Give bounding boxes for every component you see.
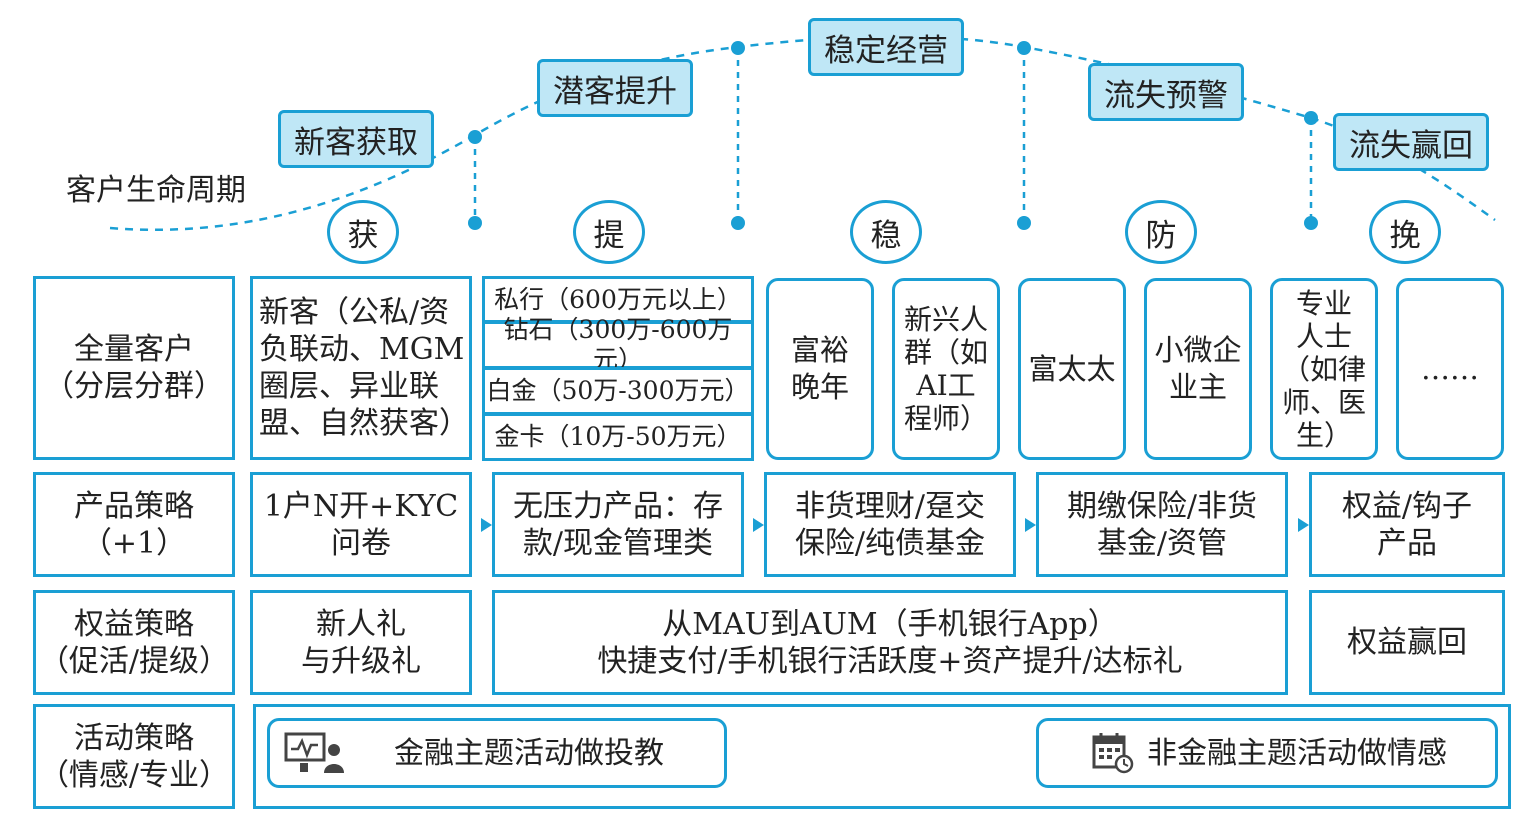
arrow-head-2 bbox=[753, 518, 764, 532]
group-line: 业主 bbox=[1168, 370, 1227, 404]
product-line: 问卷 bbox=[331, 525, 391, 561]
group-line: 程师） bbox=[903, 402, 988, 435]
group-line: 新兴人 bbox=[903, 303, 988, 336]
row-label-product: 产品策略 （+1） bbox=[33, 472, 235, 577]
rights-line: 与升级礼 bbox=[301, 643, 421, 679]
activity-label-l1: 活动策略 bbox=[74, 720, 194, 756]
curve-dot-4 bbox=[1304, 111, 1318, 125]
group-line: AI工 bbox=[916, 369, 976, 402]
group-line: …… bbox=[1421, 351, 1479, 386]
stage-churn-warning: 流失预警 bbox=[1088, 63, 1244, 121]
product-line: 1户N开+KYC bbox=[263, 488, 459, 524]
calendar-clock-icon bbox=[1092, 733, 1134, 774]
row-label-rights: 权益策略 （促活/提级） bbox=[33, 590, 235, 695]
base-dot-1 bbox=[468, 216, 482, 230]
product-box-4: 期缴保险/非货 基金/资管 bbox=[1036, 472, 1288, 577]
phase-circle-winback: 挽 bbox=[1369, 200, 1441, 264]
base-dot-3 bbox=[1017, 216, 1031, 230]
base-dot-2 bbox=[731, 216, 745, 230]
group-line: （如律 bbox=[1281, 352, 1366, 386]
product-line: 权益/钩子 bbox=[1341, 488, 1473, 524]
curve-dot-1 bbox=[468, 130, 482, 144]
phase-circle-acquire: 获 bbox=[327, 200, 399, 264]
group-line: 师、医 bbox=[1281, 385, 1366, 419]
arrow-head-4 bbox=[1298, 518, 1309, 532]
group-housewife: 富太太 bbox=[1018, 278, 1126, 460]
group-line: 小微企 bbox=[1154, 333, 1242, 367]
rights-line: 新人礼 bbox=[316, 606, 406, 642]
product-line: 非货理财/趸交 bbox=[794, 488, 986, 524]
new-customer-box: 新客（公私/资 负联动、MGM 圈层、异业联 盟、自然获客） bbox=[250, 276, 472, 460]
activity-label-l2: （情感/专业） bbox=[38, 757, 230, 793]
group-line: 群（如 bbox=[903, 336, 988, 369]
arrow-head-3 bbox=[1025, 518, 1036, 532]
group-wealthy-elderly: 富裕 晚年 bbox=[766, 278, 874, 460]
product-line: 基金/资管 bbox=[1096, 525, 1228, 561]
rights-winback: 权益赢回 bbox=[1309, 590, 1505, 695]
group-line: 专业 bbox=[1295, 286, 1352, 320]
stage-new-acquisition: 新客获取 bbox=[278, 110, 434, 168]
group-more: …… bbox=[1396, 278, 1504, 460]
group-line: 富太太 bbox=[1028, 351, 1116, 386]
customers-label-l1: 全量客户 bbox=[74, 332, 194, 367]
rights-line: 快捷支付/手机银行活跃度+资产提升/达标礼 bbox=[597, 643, 1183, 679]
product-line: 无压力产品：存 bbox=[513, 488, 723, 524]
rights-line: 权益赢回 bbox=[1347, 625, 1467, 660]
base-dot-4 bbox=[1304, 216, 1318, 230]
presentation-icon bbox=[284, 732, 344, 773]
phase-circle-stable: 稳 bbox=[850, 200, 922, 264]
rights-label-l1: 权益策略 bbox=[74, 606, 194, 642]
curve-dot-3 bbox=[1017, 41, 1031, 55]
product-label-l1: 产品策略 bbox=[74, 488, 194, 524]
product-box-5: 权益/钩子 产品 bbox=[1309, 472, 1505, 577]
product-label-l2: （+1） bbox=[81, 525, 187, 561]
arrow-head-1 bbox=[481, 518, 492, 532]
product-line: 保险/纯债基金 bbox=[794, 525, 986, 561]
phase-circle-upgrade: 提 bbox=[573, 200, 645, 264]
new-customer-line: 负联动、MGM bbox=[259, 332, 465, 367]
product-line: 款/现金管理类 bbox=[522, 525, 714, 561]
product-line: 期缴保险/非货 bbox=[1066, 488, 1258, 524]
stage-stable-operation: 稳定经营 bbox=[808, 18, 964, 76]
rights-new-gift: 新人礼 与升级礼 bbox=[250, 590, 472, 695]
product-box-1: 1户N开+KYC 问卷 bbox=[250, 472, 472, 577]
customers-label-l2: （分层分群） bbox=[44, 369, 224, 404]
group-line: 晚年 bbox=[790, 370, 849, 404]
group-line: 生） bbox=[1295, 418, 1352, 452]
curve-dot-2 bbox=[731, 41, 745, 55]
lifecycle-label: 客户生命周期 bbox=[66, 173, 246, 208]
group-small-business: 小微企 业主 bbox=[1144, 278, 1252, 460]
group-line: 人士 bbox=[1295, 319, 1352, 353]
rights-line: 从MAU到AUM（手机银行App） bbox=[662, 606, 1118, 642]
tier-platinum: 白金（50万-300万元） bbox=[482, 367, 754, 415]
rights-mau-aum: 从MAU到AUM（手机银行App） 快捷支付/手机银行活跃度+资产提升/达标礼 bbox=[492, 590, 1288, 695]
group-professional: 专业 人士 （如律 师、医 生） bbox=[1270, 278, 1378, 460]
phase-circle-defend: 防 bbox=[1125, 200, 1197, 264]
stage-churn-winback: 流失赢回 bbox=[1333, 113, 1489, 171]
row-label-customers: 全量客户 （分层分群） bbox=[33, 276, 235, 460]
group-emerging: 新兴人 群（如 AI工 程师） bbox=[892, 278, 1000, 460]
activity-non-financial: 非金融主题活动做情感 bbox=[1036, 718, 1498, 788]
tier-private-bank: 私行（600万元以上） bbox=[482, 276, 754, 323]
activity-financial: 金融主题活动做投教 bbox=[267, 718, 727, 788]
new-customer-line: 圈层、异业联 bbox=[259, 369, 439, 404]
new-customer-line: 盟、自然获客） bbox=[259, 406, 469, 441]
group-line: 富裕 bbox=[790, 333, 849, 367]
tier-gold: 金卡（10万-50万元） bbox=[482, 413, 754, 461]
product-box-2: 无压力产品：存 款/现金管理类 bbox=[492, 472, 744, 577]
activity-non-financial-text: 非金融主题活动做情感 bbox=[1147, 735, 1447, 771]
tier-diamond: 钻石（300万-600万元） bbox=[482, 315, 754, 374]
product-box-3: 非货理财/趸交 保险/纯债基金 bbox=[764, 472, 1016, 577]
rights-label-l2: （促活/提级） bbox=[38, 643, 230, 679]
stage-potential-upgrade: 潜客提升 bbox=[537, 59, 693, 117]
row-label-activity: 活动策略 （情感/专业） bbox=[33, 704, 235, 809]
product-line: 产品 bbox=[1377, 525, 1437, 561]
activity-financial-text: 金融主题活动做投教 bbox=[394, 735, 664, 771]
new-customer-line: 新客（公私/资 bbox=[259, 295, 450, 330]
